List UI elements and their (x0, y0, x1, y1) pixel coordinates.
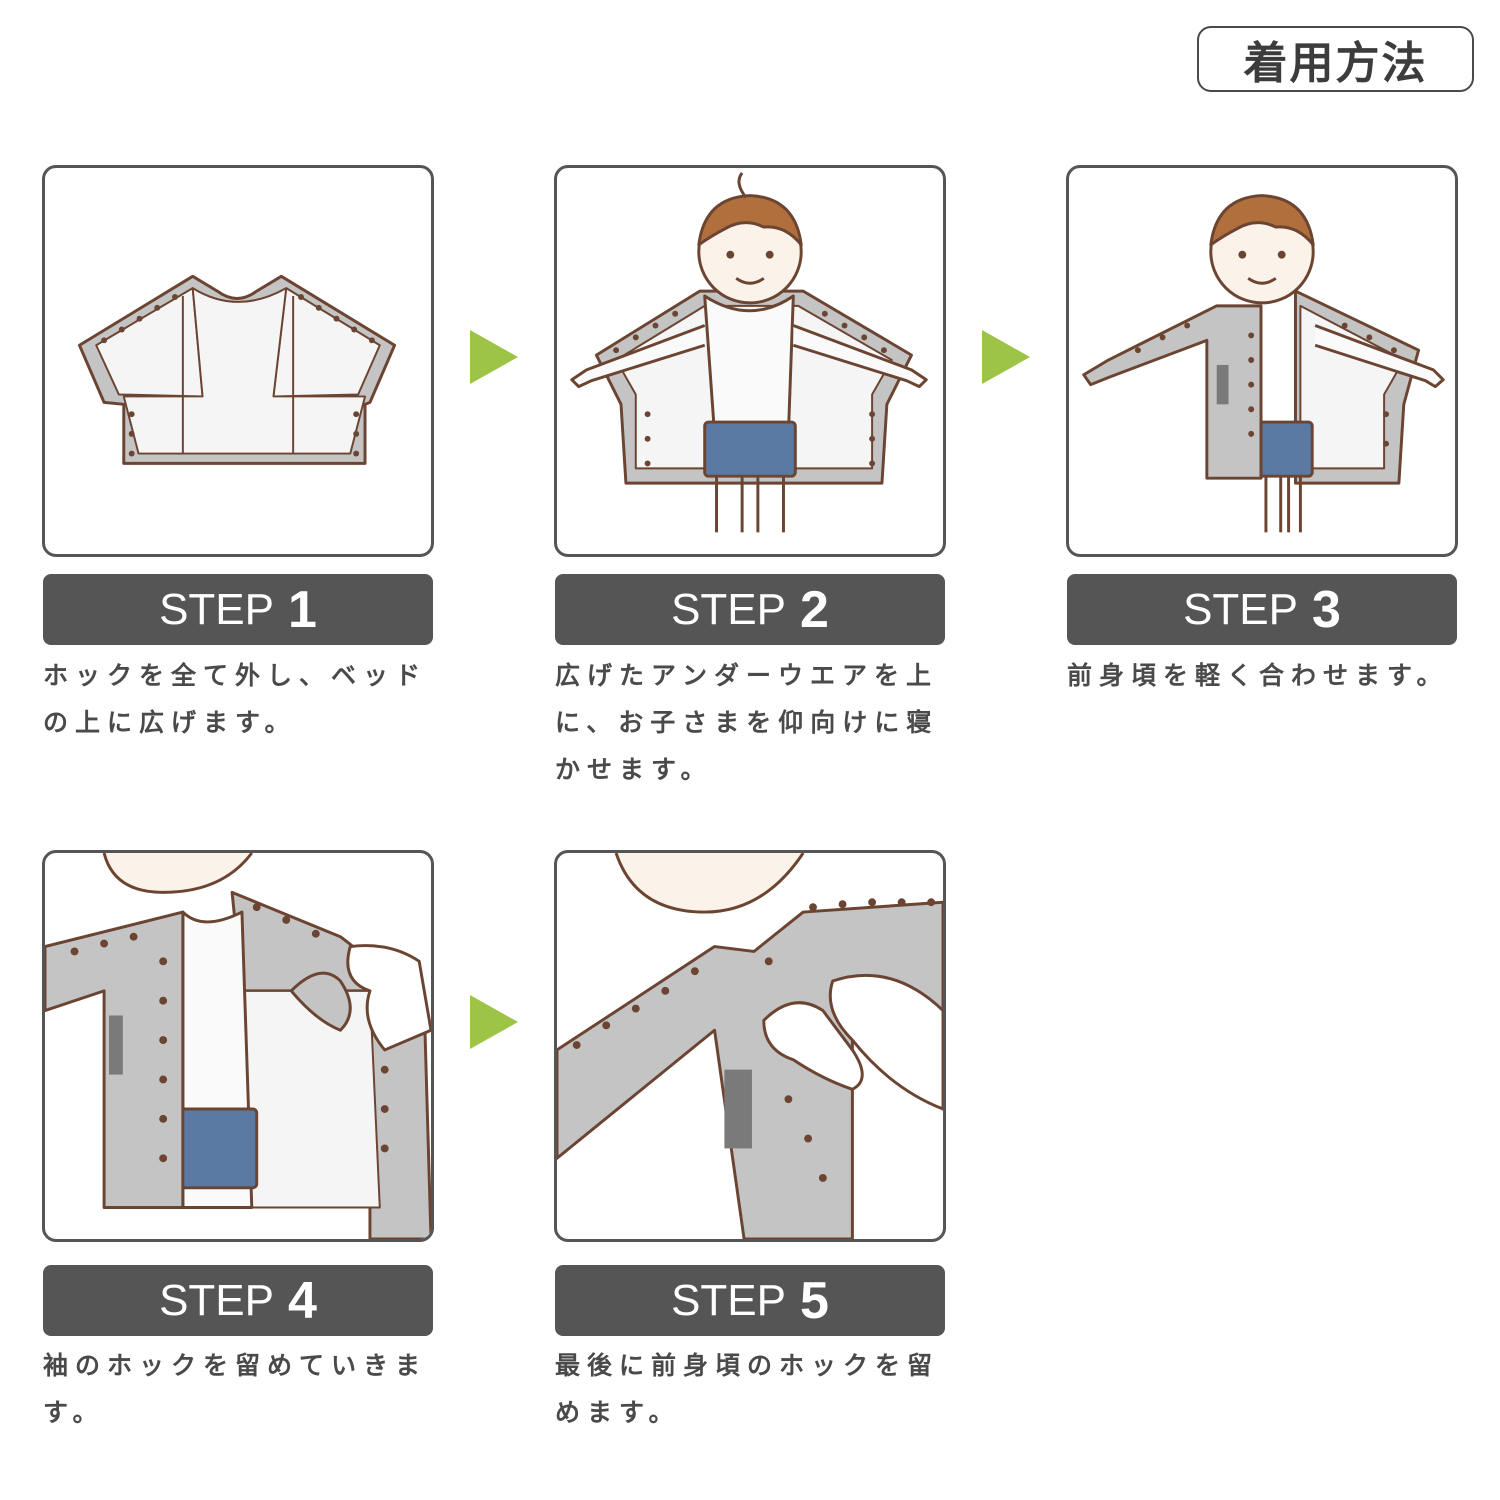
step-number: 4 (288, 1271, 317, 1330)
step-number: 1 (288, 580, 317, 639)
step-number: 3 (1312, 580, 1341, 639)
step-4-instruction: 袖のホックを留めていきます。 (43, 1351, 428, 1427)
step-1-label: STEP 1 (43, 574, 433, 645)
step-3-instruction: 前身頃を軽く合わせます。 (1067, 661, 1449, 690)
step-3-label: STEP 3 (1067, 574, 1457, 645)
unfolded-garment-image (77, 274, 397, 465)
step-word: STEP (159, 1275, 274, 1325)
next-arrow-icon (470, 330, 518, 384)
step-5-label: STEP 5 (555, 1265, 945, 1336)
step-5-instruction: 最後に前身頃のホックを留めます。 (555, 1351, 940, 1427)
step-1-illustration (42, 165, 434, 557)
step-4-label: STEP 4 (43, 1265, 433, 1336)
step-2-illustration (554, 165, 946, 557)
child-lying-on-garment-image (570, 172, 928, 533)
step-4-illustration (42, 850, 434, 1242)
step-word: STEP (671, 584, 786, 634)
front-panels-overlapped-image (1082, 194, 1445, 533)
step-1-instruction: ホックを全て外し、ベッドの上に広げます。 (43, 661, 428, 737)
step-3-illustration (1066, 165, 1458, 557)
step-2-instruction: 広げたアンダーウエアを上に、お子さまを仰向けに寝かせます。 (555, 661, 939, 784)
fastening-sleeve-image (45, 853, 431, 1239)
next-arrow-icon (470, 995, 518, 1049)
step-word: STEP (671, 1275, 786, 1325)
page-title: 着用方法 (1197, 26, 1474, 92)
step-word: STEP (1183, 584, 1298, 634)
step-5-illustration (554, 850, 946, 1242)
step-number: 2 (800, 580, 829, 639)
next-arrow-icon (982, 330, 1030, 384)
step-number: 5 (800, 1271, 829, 1330)
step-word: STEP (159, 584, 274, 634)
step-2-label: STEP 2 (555, 574, 945, 645)
fastening-front-hooks-image (557, 853, 943, 1239)
